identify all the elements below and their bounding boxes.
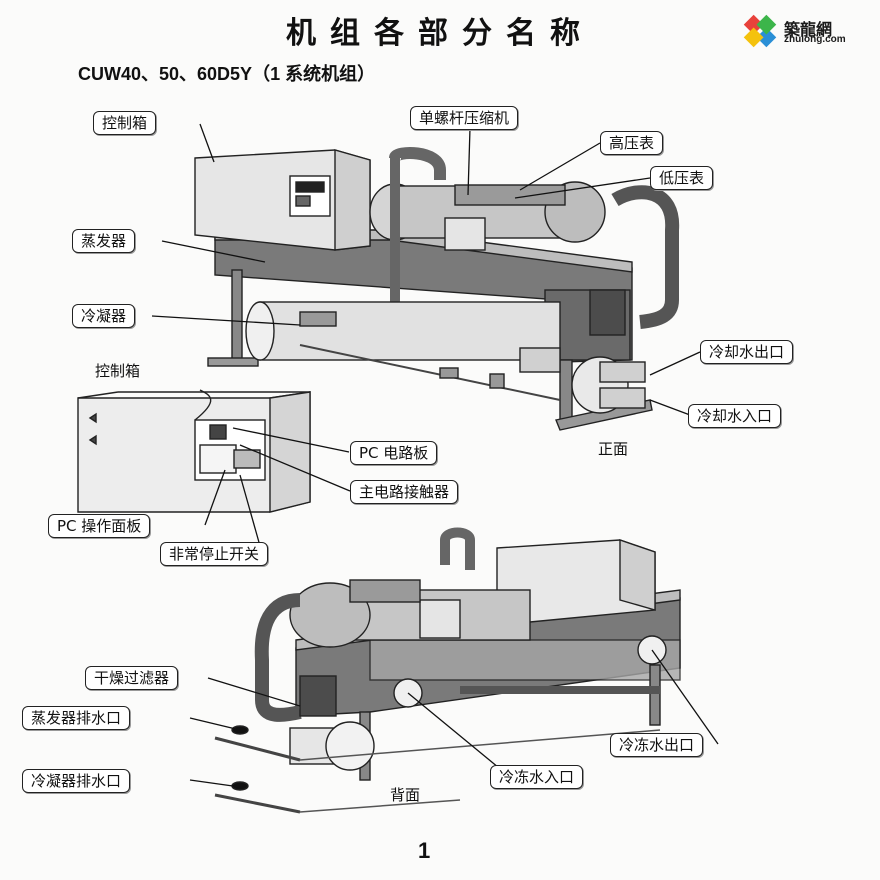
label-chilled-water-inlet: 冷冻水入口 bbox=[490, 765, 584, 789]
label-pc-board: PC 电路板 bbox=[350, 441, 438, 465]
label-emergency-stop: 非常停止开关 bbox=[160, 542, 269, 566]
front-unit-drawing bbox=[194, 147, 680, 431]
label-pc-panel: PC 操作面板 bbox=[48, 514, 151, 538]
label-control-box-top: 控制箱 bbox=[93, 111, 157, 135]
page-title: 机组各部分名称 bbox=[286, 16, 594, 51]
page-number: 1 bbox=[418, 838, 431, 863]
label-cooling-water-outlet: 冷却水出口 bbox=[700, 340, 794, 364]
label-condenser-drain: 冷凝器排水口 bbox=[22, 769, 131, 793]
logo-text-en: zhulong.com bbox=[784, 34, 846, 45]
label-cooling-water-inlet: 冷却水入口 bbox=[688, 404, 782, 428]
control-box-detail-drawing bbox=[77, 389, 311, 513]
label-dryer-filter: 干燥过滤器 bbox=[85, 666, 179, 690]
model-subtitle: CUW40、50、60D5Y（1 系统机组） bbox=[78, 64, 376, 84]
label-control-box-detail: 控制箱 bbox=[95, 362, 141, 380]
logo-text-cn: 築龍網 bbox=[784, 20, 833, 39]
label-back-view: 背面 bbox=[390, 786, 421, 804]
label-main-contactor: 主电路接触器 bbox=[350, 480, 459, 504]
back-unit-drawing bbox=[214, 527, 681, 814]
label-screw-compressor: 单螺杆压缩机 bbox=[410, 106, 519, 130]
logo-icon bbox=[743, 14, 777, 48]
label-front-view: 正面 bbox=[598, 440, 629, 458]
label-chilled-water-outlet: 冷冻水出口 bbox=[610, 733, 704, 757]
label-high-pressure-gauge: 高压表 bbox=[600, 131, 664, 155]
label-evaporator-drain: 蒸发器排水口 bbox=[22, 706, 131, 730]
label-condenser: 冷凝器 bbox=[72, 304, 136, 328]
label-evaporator: 蒸发器 bbox=[72, 229, 136, 253]
leader-lines bbox=[151, 123, 719, 788]
zhulong-logo: 築龍網 zhulong.com bbox=[740, 14, 880, 48]
label-low-pressure-gauge: 低压表 bbox=[650, 166, 714, 190]
